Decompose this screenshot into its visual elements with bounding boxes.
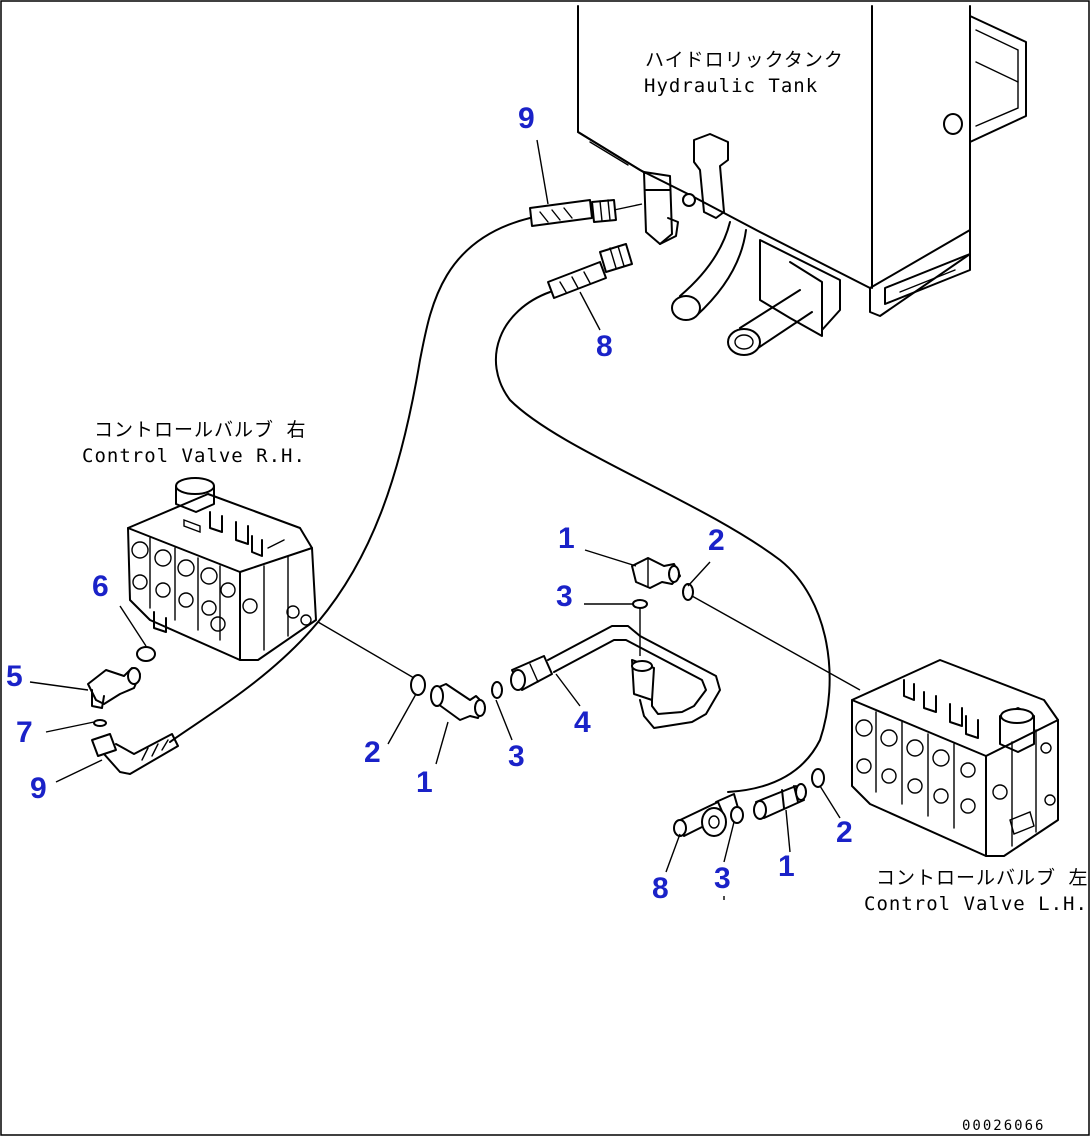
callout-6: 6 (92, 570, 109, 603)
hose-9-line (169, 217, 531, 743)
connector-1-low (753, 783, 807, 820)
callout-3-upper: 3 (556, 580, 573, 613)
tank-label-jp: ハイドロリックタンク (645, 49, 844, 71)
drawing-number: 00026066 (962, 1118, 1045, 1134)
callout-3-mid: 3 (508, 740, 525, 773)
control-valve-lh (851, 659, 1059, 857)
tube-4 (510, 625, 721, 729)
callout-2-upper: 2 (708, 524, 725, 557)
elbow-5 (87, 667, 141, 709)
elbow-1-mid (430, 683, 486, 721)
callout-8-low: 8 (652, 872, 669, 905)
elbow-1-upper (631, 557, 681, 589)
cv-lh-label-en: Control Valve L.H. (864, 893, 1088, 915)
o-ring-7 (93, 719, 107, 727)
o-ring-3-upper (632, 599, 648, 609)
leader-lines (29, 139, 861, 900)
cv-rh-label-jp: コントロールバルブ 右 (94, 418, 306, 441)
callout-1-upper: 1 (558, 522, 575, 555)
control-valve-rh (127, 477, 317, 661)
hose-8-line (494, 291, 831, 793)
callout-3-low: 3 (714, 862, 731, 895)
o-ring-2-low (811, 768, 825, 788)
tank-label-en: Hydraulic Tank (644, 75, 818, 97)
callout-9-left: 9 (30, 772, 47, 805)
callout-7: 7 (16, 716, 33, 749)
callout-2-mid: 2 (364, 736, 381, 769)
o-ring-2-upper (682, 583, 694, 601)
callout-1-low: 1 (778, 850, 795, 883)
hose-9-upper-fitting (529, 199, 643, 227)
callout-5: 5 (6, 660, 23, 693)
cv-rh-label-en: Control Valve R.H. (82, 445, 306, 467)
o-ring-3-mid (491, 681, 503, 699)
hose-8-lower-fitting (673, 793, 739, 837)
callout-4: 4 (574, 706, 591, 739)
o-ring-6 (136, 646, 156, 662)
cv-lh-label-jp: コントロールバルブ 左 (876, 866, 1088, 889)
o-ring-2-mid (410, 674, 426, 696)
o-ring-3-low (730, 806, 744, 824)
hydraulic-tank (577, 5, 1027, 356)
callout-1-mid: 1 (416, 766, 433, 799)
hose-8-upper-fitting (547, 243, 633, 299)
hose-9-lower-fitting (91, 733, 179, 775)
callout-2-low: 2 (836, 816, 853, 849)
callout-9-top: 9 (518, 102, 535, 135)
callout-8-top: 8 (596, 330, 613, 363)
